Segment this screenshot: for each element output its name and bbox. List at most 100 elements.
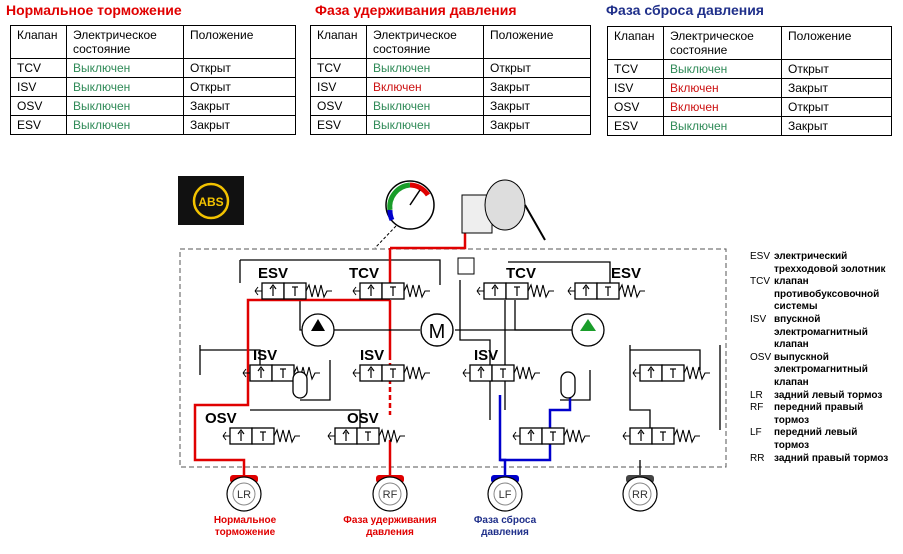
- table-row: ESV Выключен Закрыт: [10, 115, 296, 135]
- osv-lf-valve: [512, 427, 591, 445]
- caption-hold: Фаза удерживания давления: [343, 515, 437, 538]
- brake-lf: LF: [487, 475, 523, 512]
- header-valve: Клапан: [607, 26, 664, 60]
- label-osv-rf: OSV: [347, 410, 379, 427]
- valve-name: TCV: [310, 58, 367, 78]
- label-isv-lr: ISV: [253, 347, 277, 364]
- panel-title-hold: Фаза удерживания давления: [315, 2, 517, 18]
- isv-rf-valve: [352, 364, 431, 382]
- table-row: ESV Выключен Закрыт: [607, 116, 892, 136]
- valve-position: Закрыт: [781, 116, 892, 136]
- pump-left: [301, 313, 350, 347]
- legend-abbr: ESV: [750, 251, 771, 262]
- table-row: ESV Выключен Закрыт: [310, 115, 591, 135]
- table-row: TCV Выключен Открыт: [607, 59, 892, 79]
- wheel-label-lr: LR: [237, 489, 251, 501]
- abs-warning-lamp-icon: ABS: [178, 176, 244, 225]
- esv-left-valve: [254, 282, 333, 300]
- valve-position: Открыт: [483, 58, 591, 78]
- tcv-right-valve: [476, 282, 555, 300]
- valve-position: Открыт: [183, 77, 296, 97]
- table-row: ISV Включен Закрыт: [310, 77, 591, 97]
- legend-item: TCV клапан противобуксовочной системы: [750, 276, 892, 314]
- osv-rr-valve: [622, 427, 701, 445]
- valve-name: ESV: [607, 116, 664, 136]
- pump-right: [560, 313, 605, 347]
- table-header-row: Клапан Электрическое состояние Положение: [10, 25, 296, 59]
- accumulator-right: [560, 371, 576, 399]
- valve-state: Выключен: [663, 116, 782, 136]
- legend-desc: задний левый тормоз: [774, 389, 883, 401]
- pressure-line-blue: [498, 395, 572, 478]
- legend-item: LR задний левый тормоз: [750, 390, 892, 403]
- header-state: Электрическое состояние: [66, 25, 184, 59]
- abs-lamp-text: ABS: [198, 195, 223, 209]
- valve-position: Закрыт: [183, 96, 296, 116]
- header-position: Положение: [483, 25, 591, 59]
- valve-name: ESV: [310, 115, 367, 135]
- valve-name: TCV: [607, 59, 664, 79]
- pressure-gauge-icon: [374, 180, 435, 249]
- wheel-label-rf: RF: [383, 489, 398, 501]
- valve-state-table-hold: Клапан Электрическое состояние Положение…: [310, 25, 591, 135]
- accumulator-left: [292, 371, 308, 399]
- brake-rf: RF: [372, 475, 408, 512]
- valve-position: Закрыт: [781, 78, 892, 98]
- master-cylinder: [457, 179, 546, 275]
- tcv-left-valve: [352, 282, 431, 300]
- legend-item: OSV выпускной электромагнитный клапан: [750, 352, 892, 390]
- isv-lf-valve: [462, 364, 541, 382]
- legend-item: RR задний правый тормоз: [750, 453, 892, 466]
- caption-normal: Нормальное торможение: [213, 515, 277, 538]
- legend-abbr: RF: [750, 402, 764, 414]
- isv-lr-valve: [242, 364, 321, 382]
- legend: ESV электрический трехходовой золотник T…: [750, 251, 892, 465]
- caption-release: Фаза сброса давления: [473, 515, 537, 538]
- legend-item: ESV электрический трехходовой золотник: [750, 251, 892, 276]
- legend-desc: впускной электромагнитный клапан: [774, 313, 868, 351]
- valve-name: ESV: [10, 115, 67, 135]
- valve-state: Выключен: [66, 96, 184, 116]
- legend-item: ISV впускной электромагнитный клапан: [750, 314, 892, 352]
- label-tcv-right: TCV: [506, 265, 536, 282]
- label-isv-lf: ISV: [474, 347, 498, 364]
- legend-abbr: OSV: [750, 351, 772, 363]
- table-row: OSV Выключен Закрыт: [10, 96, 296, 116]
- header-position: Положение: [183, 25, 296, 59]
- pump-motor: M: [350, 313, 560, 347]
- wheel-label-lf: LF: [499, 489, 512, 501]
- valve-state: Выключен: [66, 77, 184, 97]
- legend-abbr: LF: [750, 427, 762, 439]
- legend-desc: передний правый тормоз: [774, 402, 864, 426]
- panel-title-release: Фаза сброса давления: [606, 2, 764, 18]
- legend-abbr: LR: [750, 389, 763, 401]
- legend-desc: клапан противобуксовочной системы: [774, 276, 880, 313]
- header-valve: Клапан: [310, 25, 367, 59]
- reservoir-valve: [457, 257, 475, 275]
- label-esv-left: ESV: [258, 265, 288, 282]
- label-esv-right: ESV: [611, 265, 641, 282]
- table-row: TCV Выключен Открыт: [310, 58, 591, 78]
- legend-desc: задний правый тормоз: [774, 452, 889, 464]
- legend-item: LF передний левый тормоз: [750, 427, 892, 452]
- legend-abbr: TCV: [750, 276, 770, 288]
- legend-desc: электрический трехходовой золотник: [774, 251, 886, 275]
- table-row: ISV Включен Закрыт: [607, 78, 892, 98]
- label-osv-lr: OSV: [205, 410, 237, 427]
- valve-state-table-release: Клапан Электрическое состояние Положение…: [607, 26, 892, 136]
- legend-item: RF передний правый тормоз: [750, 402, 892, 427]
- brake-rr: RR: [622, 475, 658, 512]
- legend-abbr: ISV: [750, 313, 767, 325]
- table-row: ISV Выключен Открыт: [10, 77, 296, 97]
- valve-state: Выключен: [66, 115, 184, 135]
- legend-abbr: RR: [750, 452, 765, 464]
- brake-lr: LR: [226, 475, 262, 512]
- motor-label: M: [429, 321, 446, 343]
- label-isv-rf: ISV: [360, 347, 384, 364]
- legend-desc: передний левый тормоз: [774, 427, 858, 451]
- valve-state: Выключен: [366, 115, 484, 135]
- valve-position: Закрыт: [483, 77, 591, 97]
- valve-state: Выключен: [663, 59, 782, 79]
- valve-state-table-normal: Клапан Электрическое состояние Положение…: [10, 25, 296, 135]
